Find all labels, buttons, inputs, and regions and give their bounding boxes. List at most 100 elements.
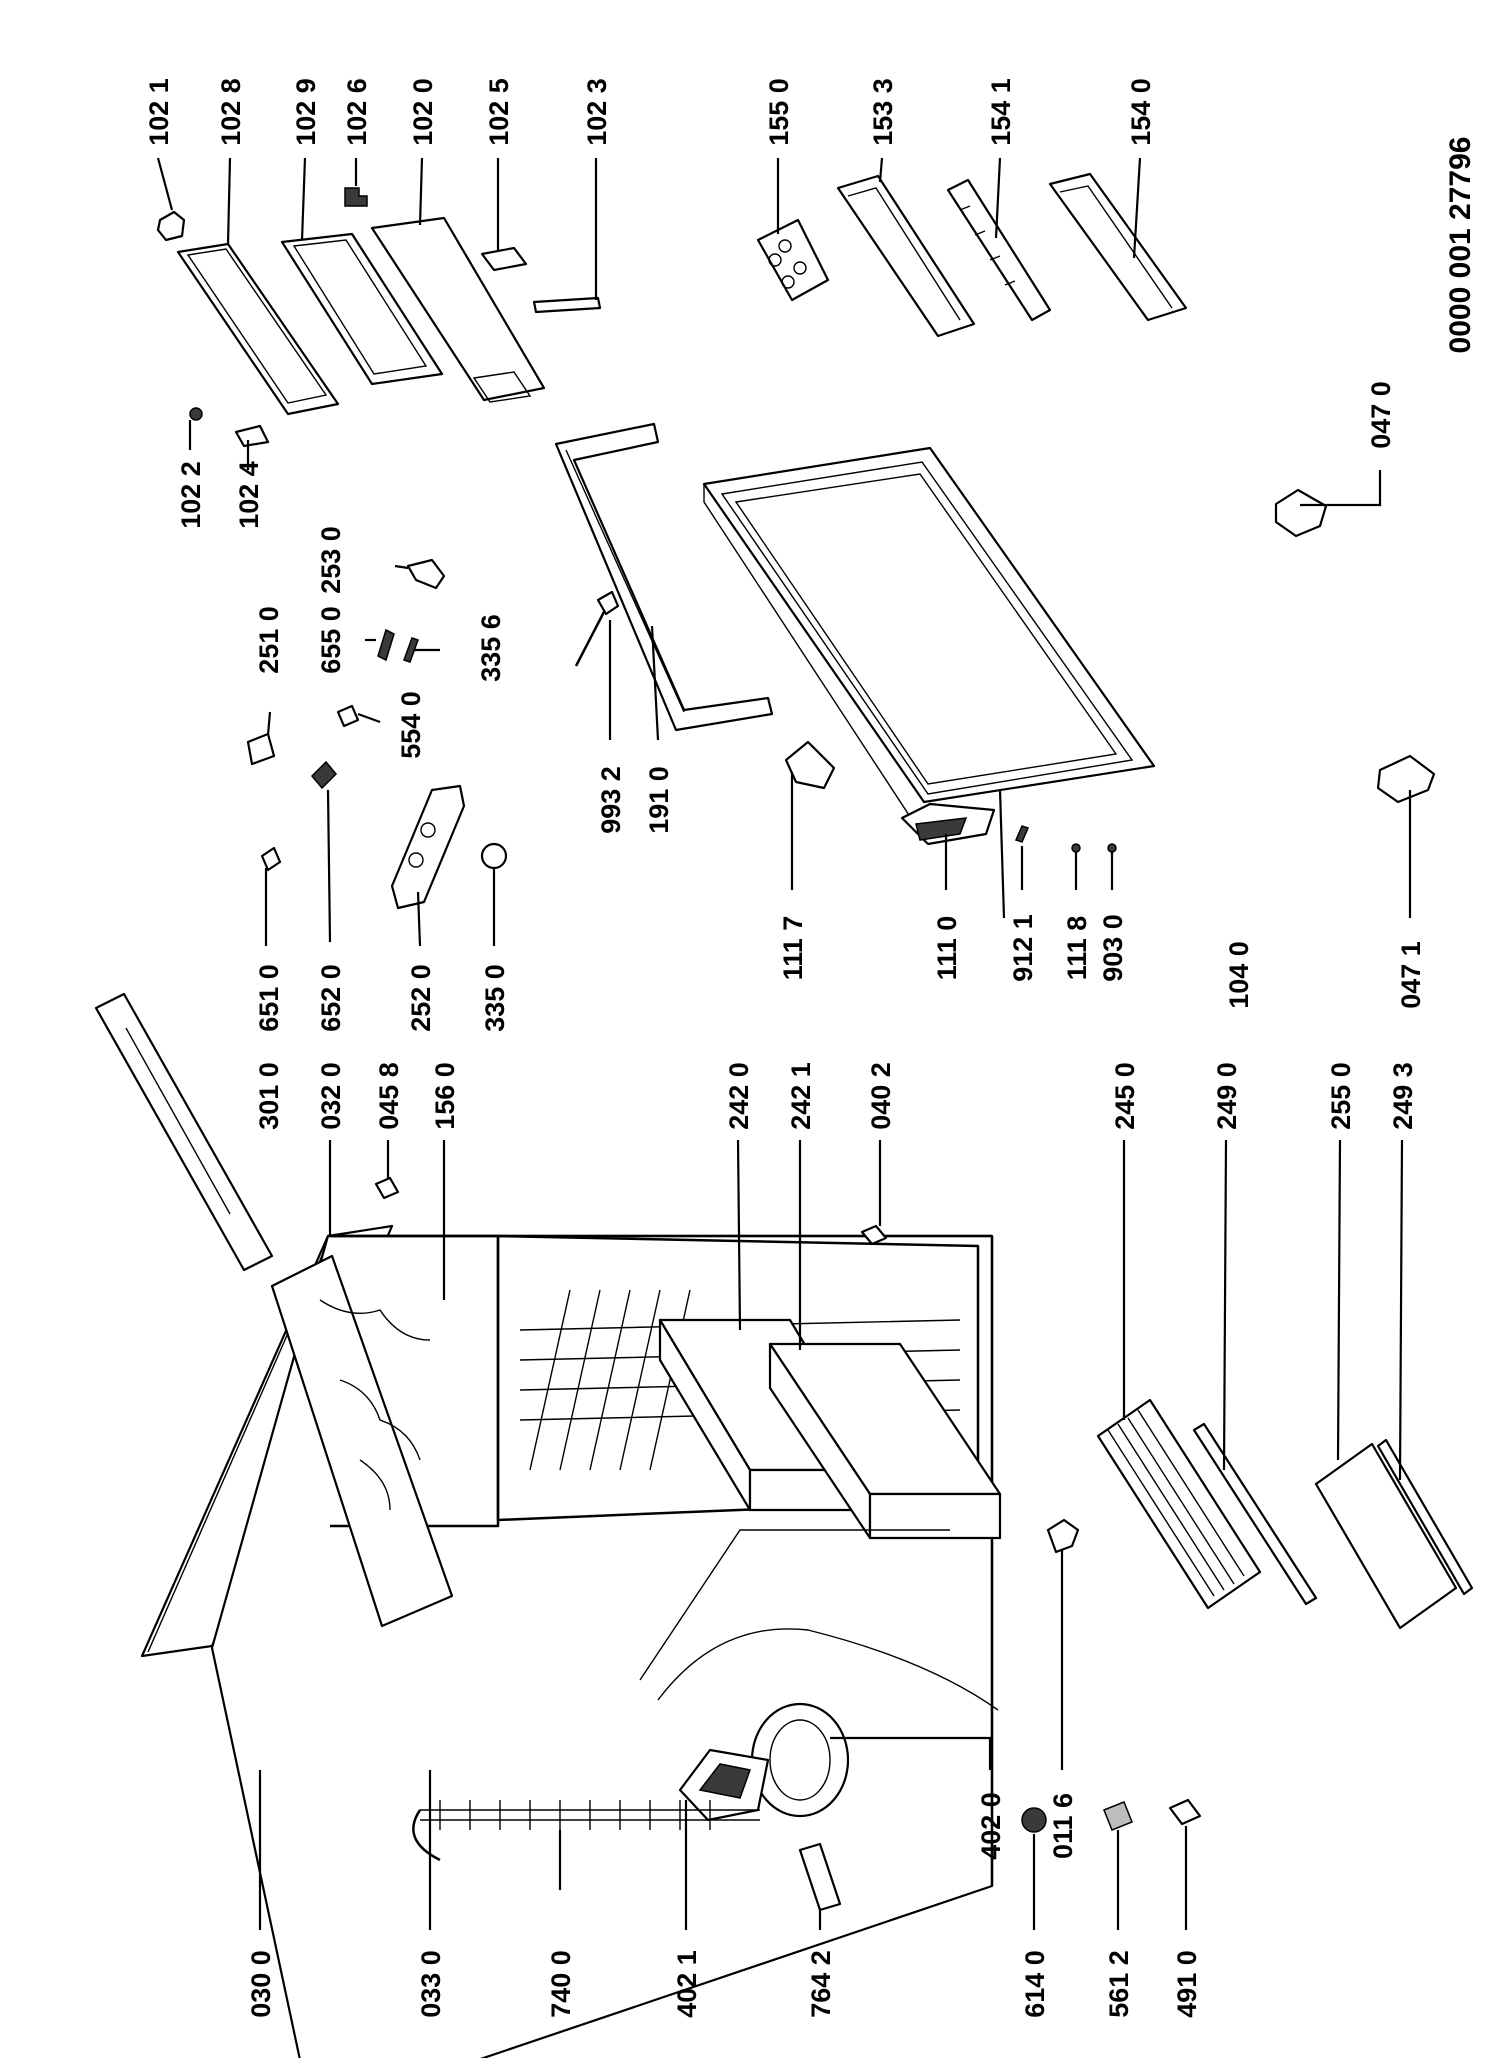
- part-245-0-wire-shelf: [1096, 1140, 1262, 1610]
- label-335-6: 335 6: [476, 614, 506, 682]
- label-402-0: 402 0: [976, 1792, 1006, 1860]
- part-045-8: [374, 1140, 400, 1200]
- label-155-0: 155 0: [764, 78, 794, 146]
- label-154-1: 154 1: [986, 78, 1016, 146]
- label-030-0: 030 0: [246, 1950, 276, 2018]
- label-011-6: 011 6: [1048, 1793, 1078, 1859]
- label-245-0: 245 0: [1110, 1062, 1140, 1130]
- label-655-0: 655 0: [316, 606, 346, 674]
- part-102-4: [234, 424, 270, 470]
- part-912-1: [1014, 825, 1030, 890]
- label-764-2: 764 2: [806, 1950, 836, 2018]
- part-335-0: [480, 842, 508, 946]
- part-153-3: [836, 157, 976, 338]
- label-253-0: 253 0: [316, 526, 346, 594]
- part-033-0-freezer-panel: [270, 1254, 454, 1628]
- label-111-0: 111 0: [932, 916, 962, 981]
- label-102-3: 102 3: [582, 78, 612, 146]
- part-993-2: [574, 590, 620, 740]
- part-102-5: [480, 158, 528, 272]
- label-651-0: 651 0: [254, 964, 284, 1032]
- label-102-2: 102 2: [176, 461, 206, 529]
- label-491-0: 491 0: [1172, 1950, 1202, 2018]
- part-253-0: [394, 558, 446, 590]
- part-554-0: [336, 704, 381, 728]
- label-111-7: 111 7: [778, 916, 808, 981]
- part-102-0: [370, 157, 546, 403]
- label-104-0: 104 0: [1224, 941, 1254, 1009]
- label-652-0: 652 0: [316, 964, 346, 1032]
- label-402-1: 402 1: [672, 1950, 702, 2018]
- label-249-3: 249 3: [1388, 1062, 1418, 1130]
- part-561-2: [1103, 1801, 1133, 1930]
- part-191-0-door-gasket: [554, 422, 774, 732]
- part-242-1-crisper: [768, 1342, 1002, 1540]
- part-102-2: [188, 407, 203, 450]
- label-154-0: 154 0: [1126, 78, 1156, 146]
- compressor-area: [639, 1529, 999, 1822]
- part-104-0-door: [702, 446, 1156, 919]
- part-labels: 102 1 102 8 102 9 102 6 102 0 102 5 102 …: [144, 78, 1426, 2018]
- part-111-8: [1071, 843, 1081, 890]
- part-252-0: [390, 784, 466, 947]
- label-033-0: 033 0: [416, 1950, 446, 2018]
- label-301-0: 301 0: [254, 1062, 284, 1130]
- part-047-0: [1274, 470, 1382, 538]
- part-740-0-condenser: [412, 1800, 760, 1890]
- label-335-0: 335 0: [480, 964, 510, 1032]
- label-191-0: 191 0: [644, 766, 674, 834]
- part-335-6: [403, 637, 440, 663]
- label-102-1: 102 1: [144, 78, 174, 146]
- part-047-1: [1376, 754, 1436, 918]
- label-045-8: 045 8: [374, 1062, 404, 1130]
- label-249-0: 249 0: [1212, 1062, 1242, 1130]
- label-102-0: 102 0: [408, 78, 438, 146]
- part-102-6: [344, 158, 368, 207]
- label-912-1: 912 1: [1008, 914, 1038, 982]
- label-242-1: 242 1: [786, 1062, 816, 1130]
- label-047-0: 047 0: [1366, 381, 1396, 449]
- label-561-2: 561 2: [1104, 1950, 1134, 2018]
- part-102-8: [176, 157, 340, 416]
- label-102-5: 102 5: [484, 78, 514, 146]
- part-614-0: [1021, 1807, 1047, 1930]
- part-764-2: [798, 1842, 842, 1930]
- label-102-9: 102 9: [291, 78, 321, 146]
- part-655-0: [365, 628, 395, 662]
- label-102-6: 102 6: [342, 78, 372, 146]
- label-102-8: 102 8: [216, 78, 246, 146]
- document-number: 0000 001 27796: [1444, 137, 1477, 354]
- part-903-0: [1107, 843, 1117, 890]
- part-249-0: [1192, 1139, 1318, 1606]
- label-614-0: 614 0: [1020, 1950, 1050, 2018]
- part-102-9: [280, 157, 444, 386]
- label-153-3: 153 3: [868, 78, 898, 146]
- label-903-0: 903 0: [1098, 914, 1128, 982]
- part-040-2: [860, 1140, 888, 1246]
- label-242-0: 242 0: [724, 1062, 754, 1130]
- part-651-0: [260, 846, 282, 946]
- label-554-0: 554 0: [396, 691, 426, 759]
- label-740-0: 740 0: [546, 1950, 576, 2018]
- part-011-6: [1046, 1518, 1080, 1770]
- part-155-0: [756, 158, 830, 302]
- part-301-0-top-strip: [94, 992, 274, 1272]
- label-993-2: 993 2: [596, 766, 626, 834]
- label-111-8: 111 8: [1062, 916, 1092, 981]
- part-154-0: [1048, 157, 1188, 322]
- label-047-1: 047 1: [1396, 941, 1426, 1009]
- part-249-3: [1376, 1139, 1474, 1596]
- label-252-0: 252 0: [406, 964, 436, 1032]
- part-111-0: [900, 802, 996, 890]
- part-191-0-lead: [650, 625, 660, 741]
- part-102-3: [532, 158, 602, 314]
- part-111-7: [784, 740, 836, 890]
- part-402-0: [830, 1736, 992, 1770]
- label-032-0: 032 0: [316, 1062, 346, 1130]
- part-652-0: [310, 760, 338, 943]
- part-102-1: [156, 157, 186, 242]
- label-102-4: 102 4: [234, 461, 264, 529]
- label-156-0: 156 0: [430, 1062, 460, 1130]
- part-255-0-glass-shelf: [1314, 1139, 1458, 1630]
